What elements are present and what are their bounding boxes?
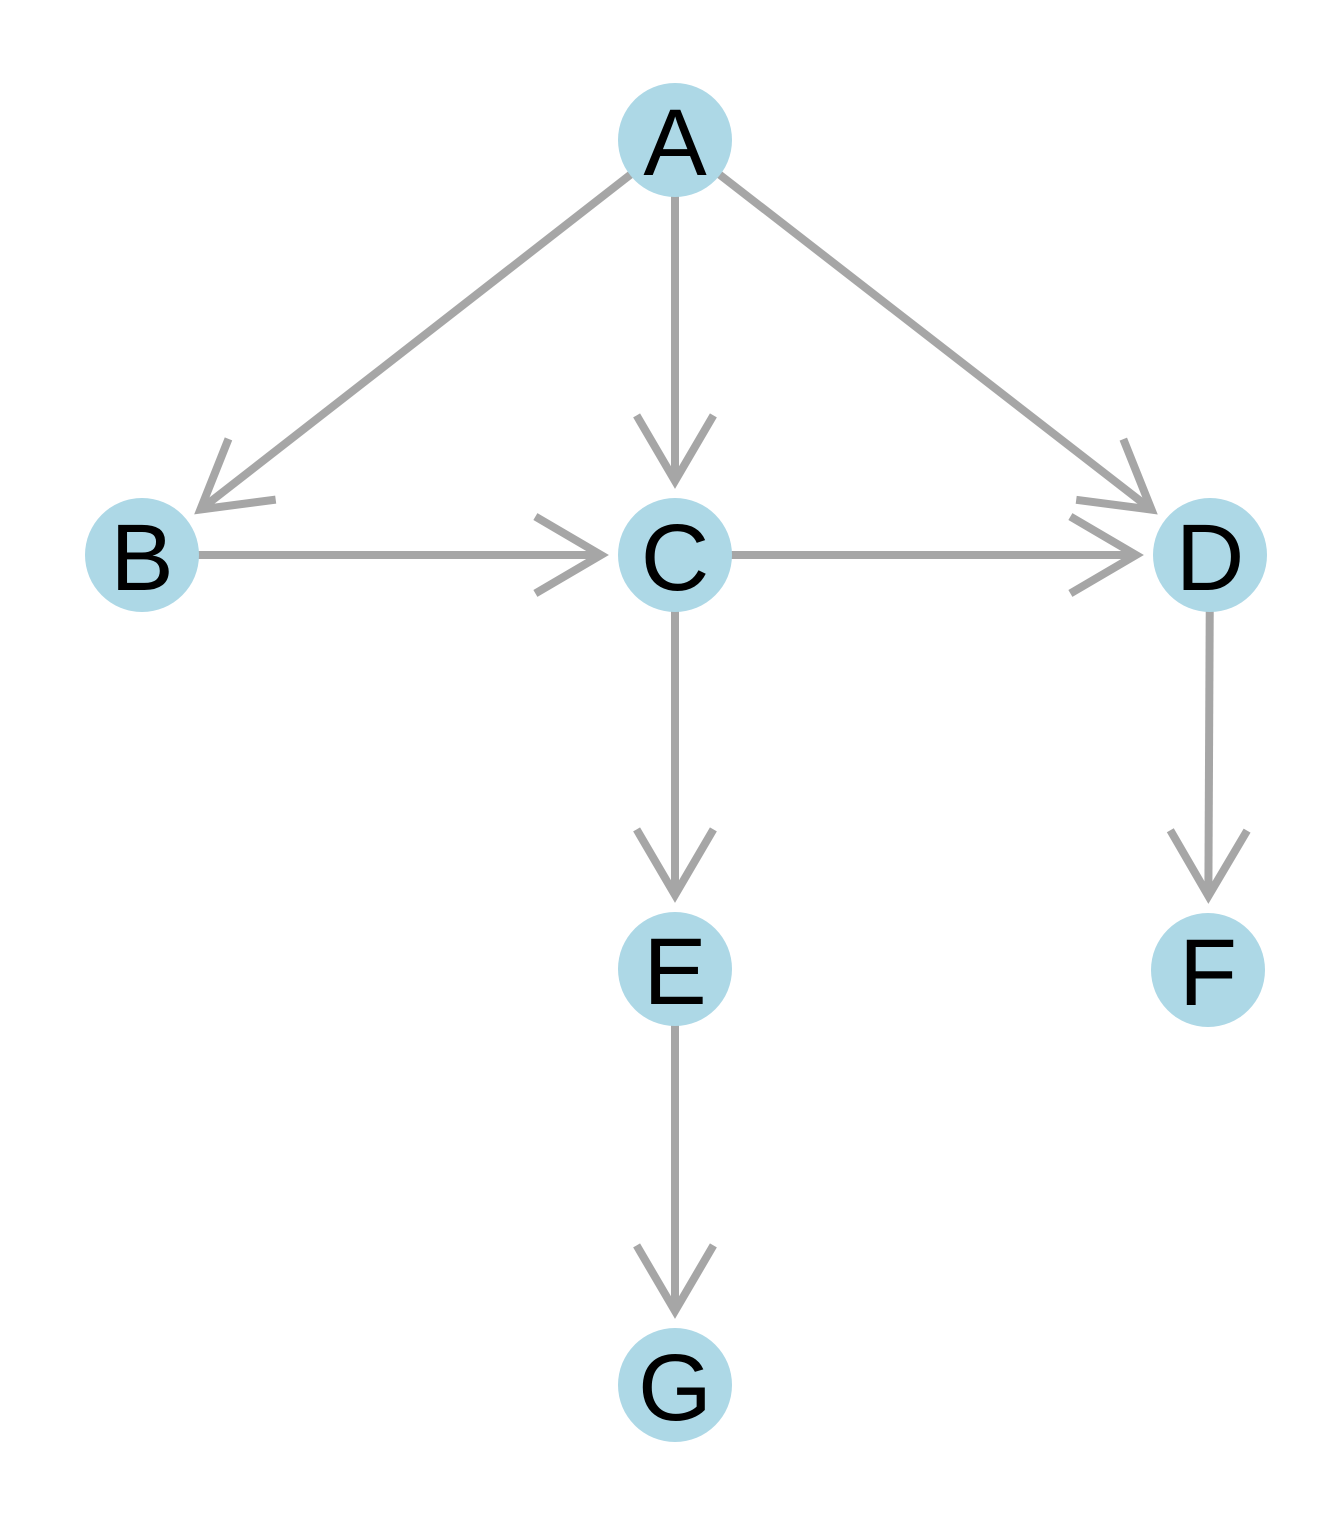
node-circle-A	[618, 83, 732, 197]
arrowhead-icon	[1068, 513, 1144, 597]
edge-line-A-B	[197, 136, 678, 513]
node-layer: A B C D E F G	[85, 83, 1267, 1442]
edge-B-C	[142, 513, 609, 597]
arrowhead-icon	[1166, 828, 1251, 904]
node-circle-B	[85, 498, 199, 612]
node-circle-C	[618, 498, 732, 612]
node-E: E	[618, 912, 732, 1026]
node-label-F: F	[1179, 920, 1237, 1026]
edge-C-D	[675, 513, 1144, 597]
node-circle-F	[1151, 913, 1265, 1027]
arrowhead-icon	[633, 413, 717, 489]
node-label-D: D	[1176, 505, 1245, 611]
node-F: F	[1151, 913, 1265, 1027]
arrowhead-icon	[533, 513, 609, 597]
node-A: A	[618, 83, 732, 197]
edge-A-D	[672, 136, 1158, 515]
arrowhead-icon	[1075, 437, 1158, 515]
node-G: G	[618, 1328, 732, 1442]
node-B: B	[85, 498, 199, 612]
node-label-A: A	[643, 90, 707, 196]
node-label-E: E	[643, 919, 706, 1025]
node-circle-G	[618, 1328, 732, 1442]
arrowhead-icon	[194, 437, 277, 515]
node-label-B: B	[110, 505, 173, 611]
node-label-C: C	[641, 505, 710, 611]
node-label-G: G	[638, 1335, 712, 1441]
arrowhead-icon	[633, 827, 717, 903]
node-D: D	[1153, 498, 1267, 612]
arrowhead-icon	[633, 1243, 717, 1319]
edge-layer	[142, 136, 1251, 1319]
node-circle-D	[1153, 498, 1267, 612]
edge-A-B	[194, 136, 678, 515]
edge-line-A-D	[672, 136, 1154, 513]
node-C: C	[618, 498, 732, 612]
node-circle-E	[618, 912, 732, 1026]
